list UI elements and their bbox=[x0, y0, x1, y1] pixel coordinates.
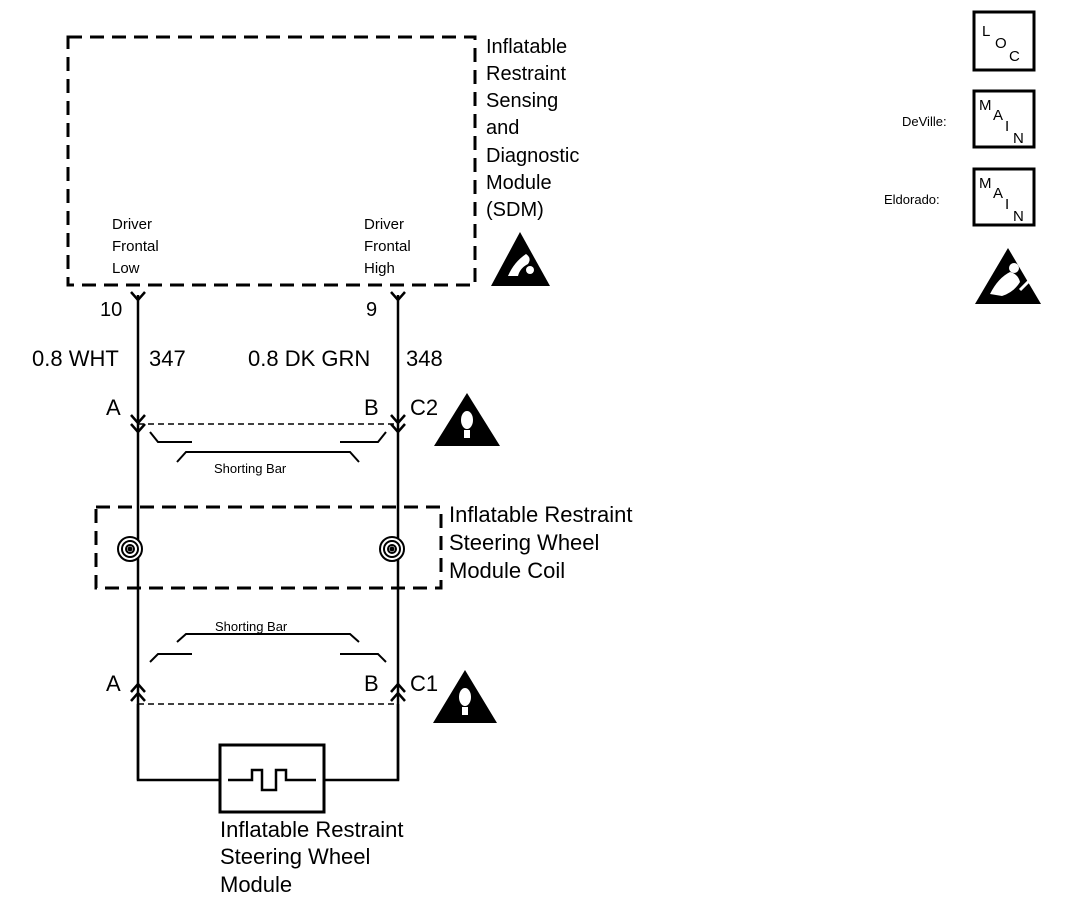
coil-name-line: Inflatable Restraint bbox=[449, 502, 632, 527]
eldorado-label: Eldorado: bbox=[884, 192, 940, 207]
pin-label-line: High bbox=[364, 260, 395, 277]
sdm-right-pin-number: 9 bbox=[366, 299, 377, 321]
connector-c1: Shorting Bar A B C1 bbox=[106, 619, 438, 705]
deville-label: DeVille: bbox=[902, 114, 947, 129]
sdm-left-terminal bbox=[130, 291, 146, 302]
sdm-left-pin-label: Driver Frontal Low bbox=[112, 216, 159, 277]
sdm-left-pin-number: 10 bbox=[100, 299, 122, 321]
sdm-name-line: Module bbox=[486, 172, 552, 194]
module-name-line: Inflatable Restraint bbox=[220, 817, 403, 842]
sdm-name-line: Restraint bbox=[486, 63, 566, 85]
coil-box bbox=[94, 505, 443, 590]
module-box bbox=[218, 743, 326, 814]
pin-label-line: Frontal bbox=[112, 238, 159, 255]
c1-shorting-bar-label: Shorting Bar bbox=[215, 619, 288, 634]
main-icon: M A I N bbox=[972, 89, 1036, 149]
right-wire-circuit: 348 bbox=[406, 346, 443, 371]
sdm-name-line: Sensing bbox=[486, 90, 558, 112]
left-wire-circuit: 347 bbox=[149, 346, 186, 371]
caution-warning-icon bbox=[433, 670, 497, 723]
module-name-line: Steering Wheel bbox=[220, 844, 370, 869]
esd-warning-icon bbox=[491, 232, 550, 286]
module-name: Inflatable Restraint Steering Wheel Modu… bbox=[220, 817, 403, 897]
pin-label-line: Driver bbox=[112, 216, 152, 233]
coil-left-spiral-icon bbox=[117, 536, 143, 562]
coil-name: Inflatable Restraint Steering Wheel Modu… bbox=[449, 502, 632, 583]
airbag-service-icon bbox=[975, 248, 1041, 304]
c1-name: C1 bbox=[410, 671, 438, 696]
sdm-right-terminal bbox=[390, 291, 406, 302]
coil-right-spiral-icon bbox=[379, 536, 405, 562]
c2-shorting-bar-label: Shorting Bar bbox=[214, 461, 287, 476]
loc-icon-letter: O bbox=[995, 35, 1007, 52]
module-name-line: Module bbox=[220, 872, 292, 897]
c1-terminal-a: A bbox=[106, 671, 121, 696]
sdm-name-line: Diagnostic bbox=[486, 145, 579, 167]
pin-label-line: Low bbox=[112, 260, 140, 277]
connector-c2: A B C2 Shorting Bar bbox=[106, 395, 438, 476]
sdm-name-line: and bbox=[486, 117, 519, 139]
pin-label-line: Driver bbox=[364, 216, 404, 233]
caution-warning-icon bbox=[434, 393, 500, 446]
loc-icon: L O C bbox=[972, 10, 1036, 72]
main-icon-letter: M bbox=[979, 175, 992, 192]
sdm-box bbox=[66, 35, 477, 287]
right-wire-size-color: 0.8 DK GRN bbox=[248, 346, 370, 371]
loc-icon-letter: L bbox=[982, 23, 990, 40]
sdm-name-line: Inflatable bbox=[486, 36, 567, 58]
coil-name-line: Module Coil bbox=[449, 558, 565, 583]
left-wire-size-color: 0.8 WHT bbox=[32, 346, 119, 371]
main-icon-letter: N bbox=[1013, 208, 1024, 225]
sdm-name-line: (SDM) bbox=[486, 199, 544, 221]
main-icon: M A I N bbox=[972, 167, 1036, 227]
main-icon-letter: M bbox=[979, 97, 992, 114]
sdm-right-pin-label: Driver Frontal High bbox=[364, 216, 411, 277]
c2-terminal-a: A bbox=[106, 395, 121, 420]
c2-name: C2 bbox=[410, 395, 438, 420]
main-icon-letter: N bbox=[1013, 130, 1024, 147]
main-icon-letter: I bbox=[1005, 118, 1009, 135]
main-icon-letter: I bbox=[1005, 196, 1009, 213]
main-icon-letter: A bbox=[993, 107, 1003, 124]
c2-terminal-b: B bbox=[364, 395, 379, 420]
pin-label-line: Frontal bbox=[364, 238, 411, 255]
c1-terminal-b: B bbox=[364, 671, 379, 696]
main-icon-letter: A bbox=[993, 185, 1003, 202]
loc-icon-letter: C bbox=[1009, 48, 1020, 65]
module-inflator-icon bbox=[228, 768, 316, 792]
module-wiring bbox=[136, 704, 400, 782]
coil-name-line: Steering Wheel bbox=[449, 530, 599, 555]
sdm-name: Inflatable Restraint Sensing and Diagnos… bbox=[486, 36, 579, 221]
